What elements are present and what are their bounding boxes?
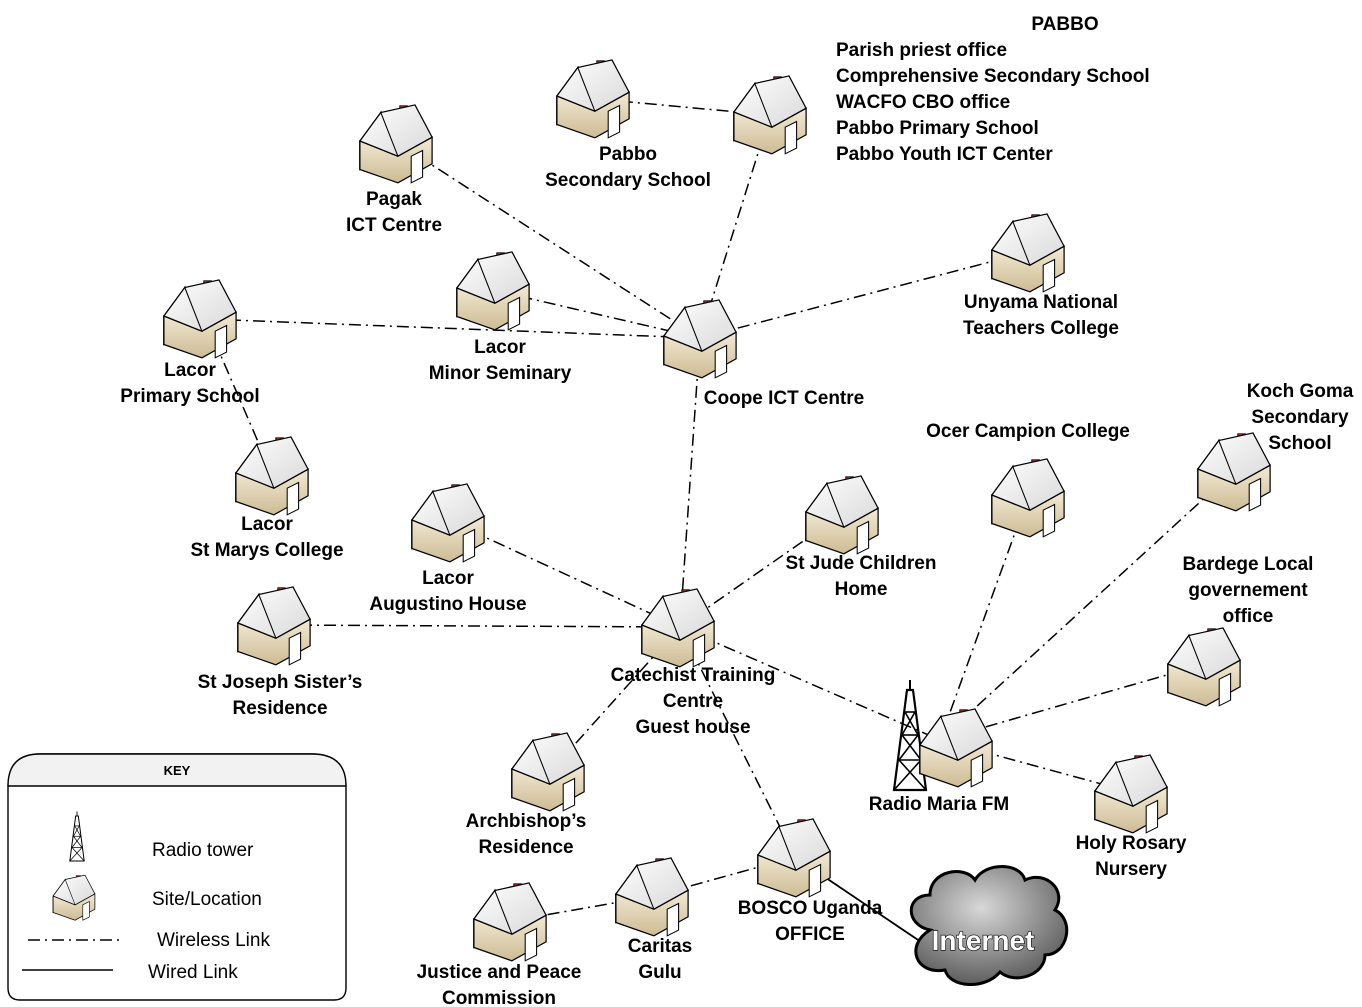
key-label-wired-link: Wired Link (148, 962, 238, 983)
site-location-icon (615, 857, 689, 937)
site-label-koch: Secondary (1251, 407, 1349, 428)
site-label-bosco: BOSCO Uganda (738, 898, 883, 919)
site-label-st_joseph: St Joseph Sister’s (198, 672, 363, 693)
site-location-icon (663, 299, 737, 379)
site-location-icon (641, 588, 715, 668)
site-label-coope: Coope ICT Centre (704, 388, 864, 409)
site-location-icon (163, 279, 237, 359)
site-label-lacor_ms: Minor Seminary (429, 363, 572, 384)
key-title: KEY (164, 763, 191, 778)
site-label-unyama: Unyama National (964, 292, 1118, 313)
site-location-icon (805, 475, 879, 555)
site-label-lacor_smc: Lacor (241, 514, 293, 535)
wireless-link-koch-radio_maria (939, 470, 1235, 741)
site-location-icon (991, 458, 1065, 538)
wireless-link-lacor_ps-coope (204, 318, 701, 339)
site-label-caritas: Gulu (638, 962, 681, 983)
site-location-icon (359, 104, 433, 184)
internet-cloud: Internet (909, 865, 1069, 986)
site-location-icon (1197, 432, 1271, 512)
key-label-site-location: Site/Location (152, 889, 262, 910)
site-location-icon (456, 251, 530, 331)
wireless-link-bardege-radio_maria (939, 663, 1206, 741)
site-location-icon (1167, 627, 1241, 707)
site-label-holy_rosary: Nursery (1095, 859, 1167, 880)
site-label-justice: Justice and Peace (417, 962, 582, 983)
wireless-link-holy_rosary-radio_maria (939, 739, 1132, 793)
site-label-st_joseph: Residence (232, 698, 327, 719)
site-label-lacor_ps: Lacor (164, 360, 216, 381)
key-legend: KEY Radio tower Site/Location Wireless L… (7, 753, 347, 1001)
site-location-icon (511, 732, 585, 812)
site-label-pagak: Pagak (366, 189, 422, 210)
key-label-wireless-link: Wireless Link (157, 930, 270, 951)
site-label-pabbo: Comprehensive Secondary School (836, 66, 1150, 87)
wireless-link-coope-catechist (679, 337, 701, 628)
key-label-radio-tower: Radio tower (152, 840, 254, 861)
site-label-pabbo_ss: Pabbo (599, 144, 657, 165)
site-label-pabbo_ss: Secondary School (545, 170, 711, 191)
site-label-ocer: Ocer Campion College (926, 421, 1130, 442)
site-location-icon (991, 213, 1065, 293)
site-label-unyama: Teachers College (963, 318, 1119, 339)
site-label-archbishop: Residence (478, 837, 573, 858)
site-location-icon (757, 818, 831, 898)
site-label-st_jude: St Jude Children (786, 553, 937, 574)
site-label-pabbo: PABBO (1031, 14, 1098, 35)
internet-label: Internet (932, 925, 1035, 956)
site-label-bardege: governement (1188, 580, 1308, 601)
site-label-st_jude: Home (835, 579, 888, 600)
site-label-catechist: Catechist Training (611, 665, 776, 686)
site-label-pabbo: WACFO CBO office (836, 92, 1010, 113)
site-location-icon (411, 483, 485, 563)
site-location-icon (1094, 754, 1168, 834)
site-location-icon (919, 708, 993, 788)
site-label-bosco: OFFICE (775, 924, 845, 945)
site-label-koch: Koch Goma (1247, 381, 1354, 402)
site-location-icon (733, 75, 807, 155)
site-label-caritas: Caritas (628, 936, 692, 957)
site-label-pabbo: Parish priest office (836, 40, 1007, 61)
site-label-catechist: Guest house (635, 717, 750, 738)
site-label-radio_maria: Radio Maria FM (869, 794, 1009, 815)
site-label-pagak: ICT Centre (346, 215, 442, 236)
site-label-lacor_ah: Lacor (422, 568, 474, 589)
site-label-pabbo: Pabbo Primary School (836, 118, 1039, 139)
site-label-lacor_ms: Lacor (474, 337, 526, 358)
site-label-bardege: Bardege Local (1183, 554, 1314, 575)
site-label-lacor_ah: Augustino House (369, 594, 526, 615)
wireless-link-catechist-bosco (679, 626, 796, 858)
site-location-icon (235, 436, 309, 516)
site-location-icon (473, 882, 547, 962)
wireless-link-pagak-coope (397, 142, 701, 339)
site-label-catechist: Centre (663, 691, 723, 712)
site-location-icon (237, 586, 311, 666)
site-label-pabbo: Pabbo Youth ICT Center (836, 144, 1053, 165)
wireless-link-ocer-radio_maria (939, 496, 1029, 741)
site-label-lacor_ps: Primary School (120, 386, 259, 407)
site-label-bardege: office (1223, 606, 1274, 627)
site-label-archbishop: Archbishop’s (466, 811, 587, 832)
site-label-holy_rosary: Holy Rosary (1076, 833, 1187, 854)
site-label-justice: Commission (442, 988, 556, 1007)
wireless-link-lacor_ah-catechist (449, 520, 681, 628)
site-location-icon (556, 59, 630, 139)
site-label-koch: School (1268, 433, 1331, 454)
wireless-link-st_joseph-catechist (275, 624, 681, 628)
wireless-link-lacor_ms-coope (496, 290, 701, 339)
wireless-link-unyama-coope (699, 251, 1029, 339)
site-label-lacor_smc: St Marys College (190, 540, 343, 561)
